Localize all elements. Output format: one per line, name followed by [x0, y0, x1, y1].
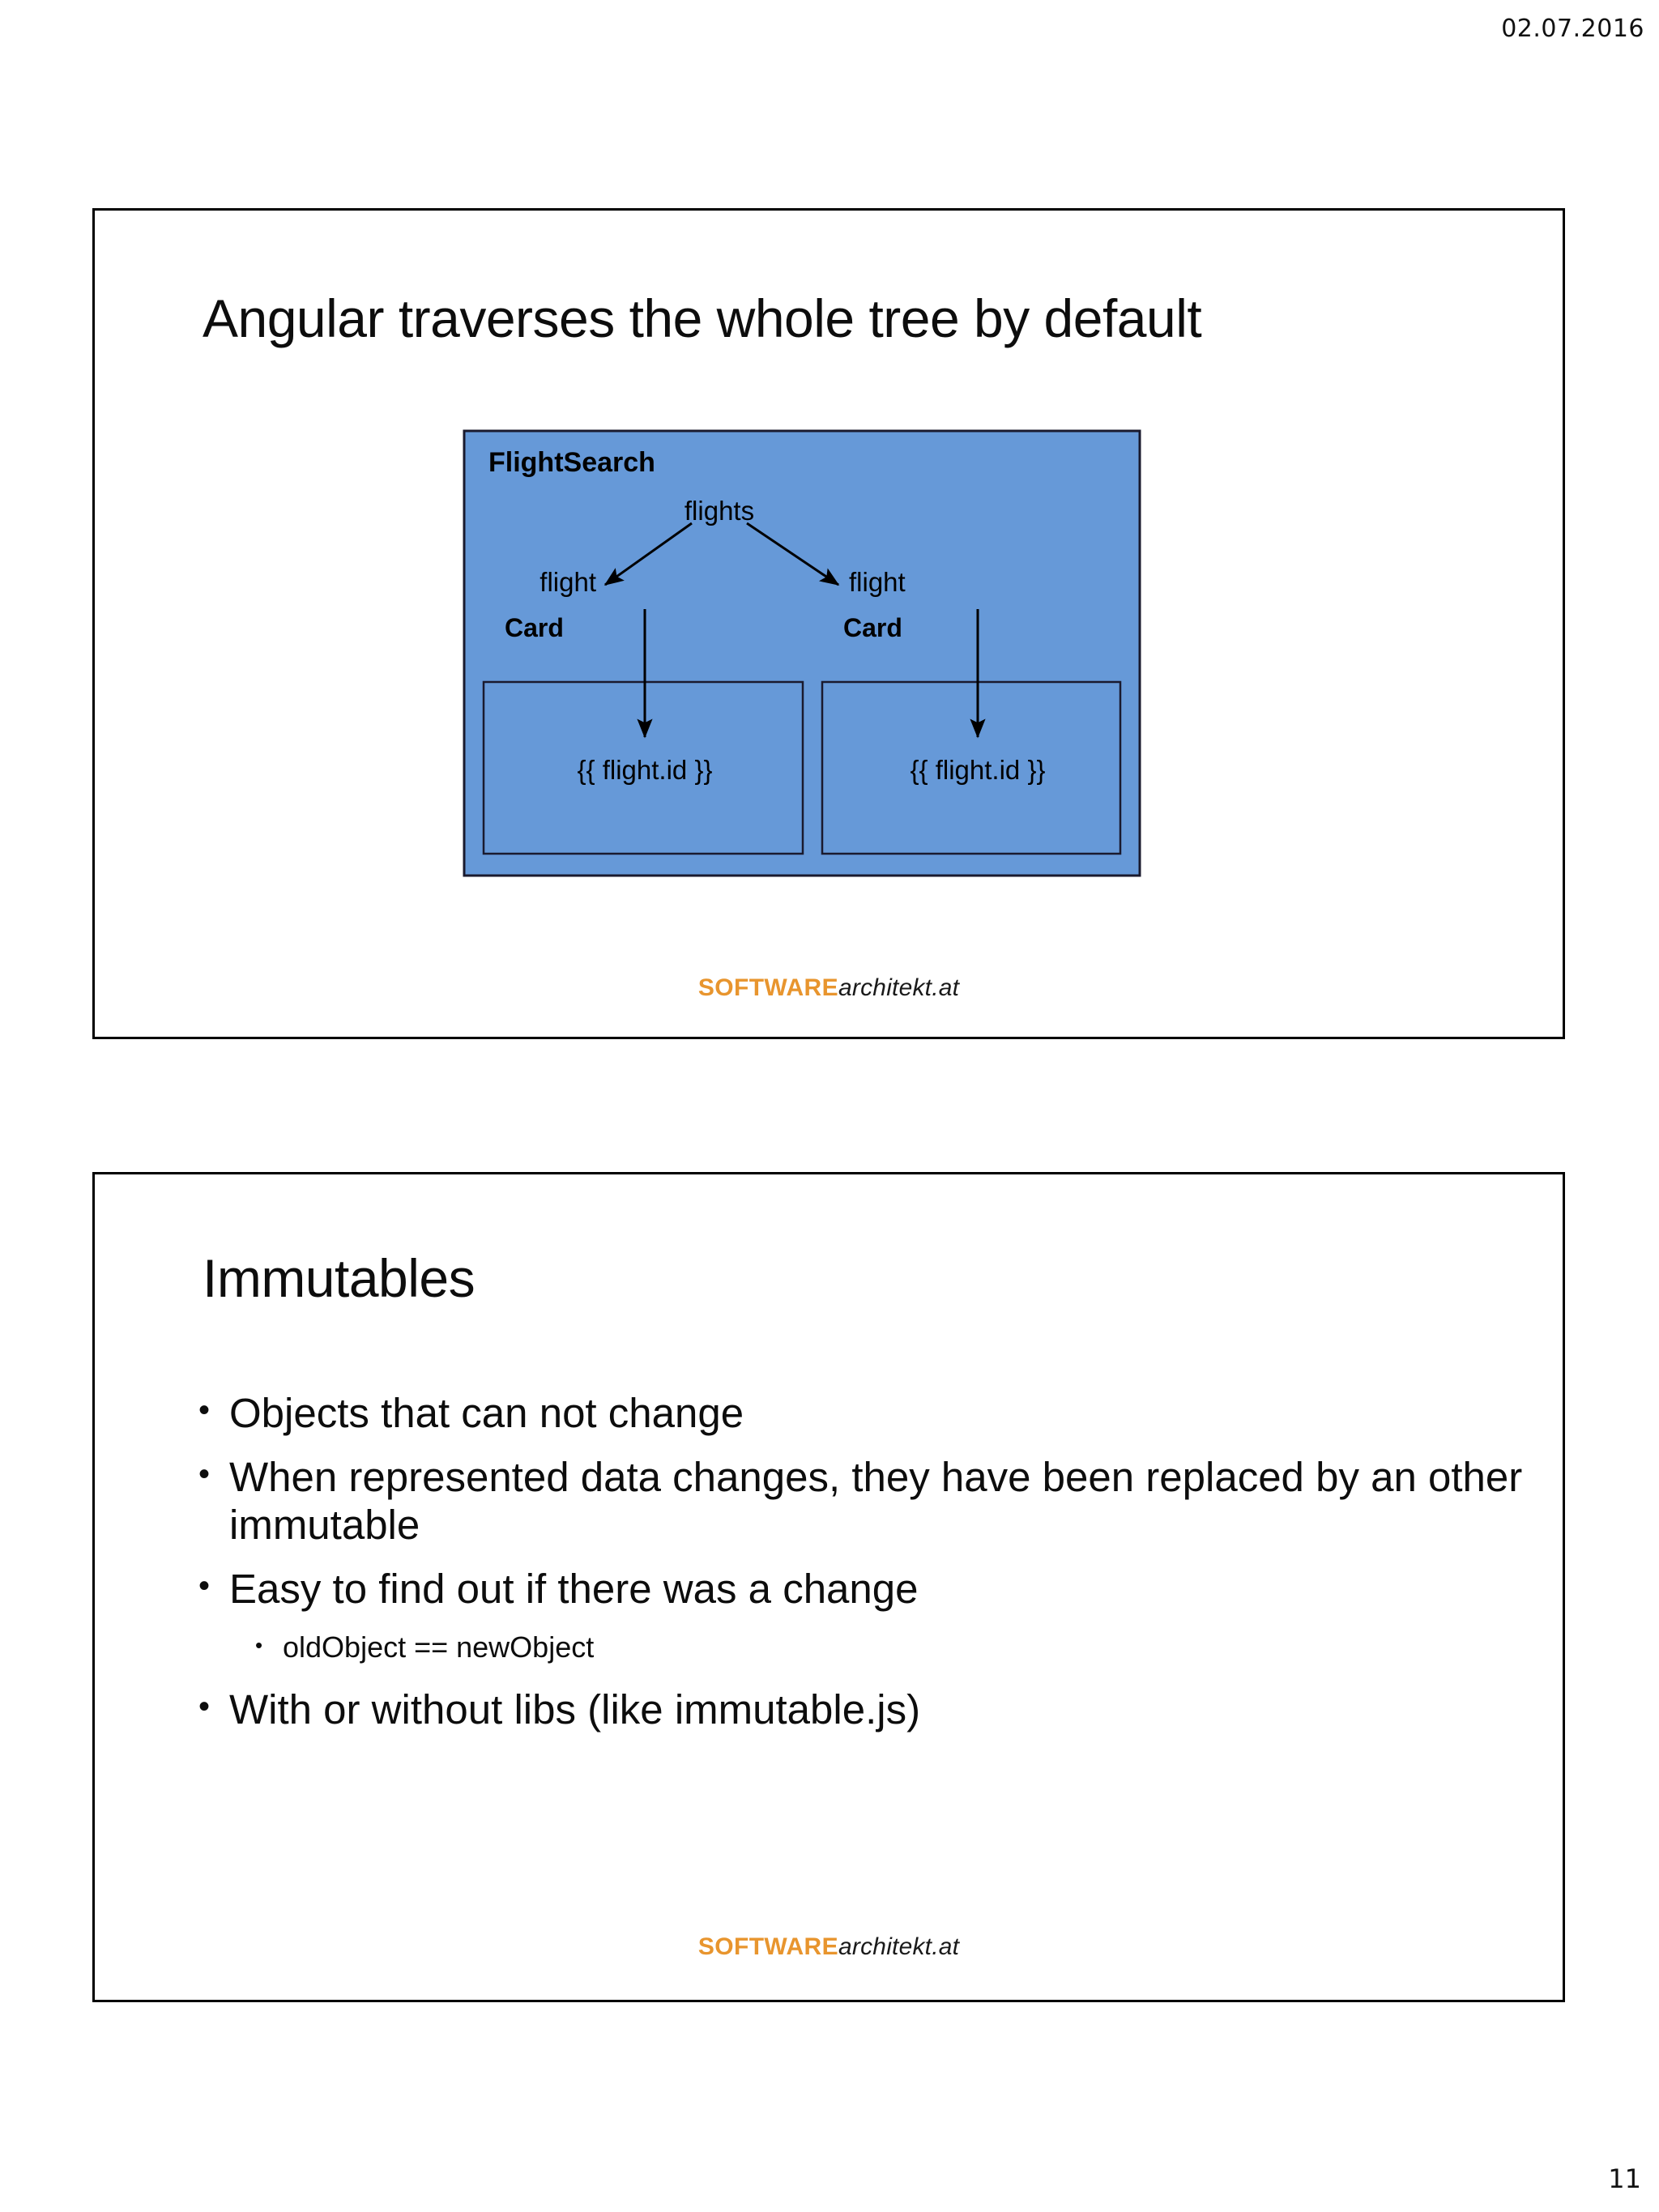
arrow-flights-to-flight-1 — [603, 522, 693, 586]
list-item: • Easy to find out if there was a change — [198, 1565, 1527, 1613]
card-expression-1: {{ flight.id }} — [578, 755, 713, 785]
bullet-dot-icon: • — [198, 1688, 211, 1724]
bullet-dot-icon: • — [198, 1568, 211, 1605]
footer-logo-slide-2: SOFTWAREarchitekt.at — [95, 1933, 1563, 1961]
list-item-label: When represented data changes, they have… — [229, 1454, 1523, 1549]
card-expression-2: {{ flight.id }} — [911, 755, 1046, 785]
list-item: • Objects that can not change — [198, 1389, 1527, 1437]
list-item-label: Easy to find out if there was a change — [229, 1566, 919, 1613]
list-item-label: Objects that can not change — [229, 1390, 744, 1436]
list-item-label: With or without libs (like immutable.js) — [229, 1686, 921, 1733]
logo-architekt-text: architekt.at — [838, 1933, 960, 1960]
bullet-dot-icon: • — [198, 1456, 211, 1493]
page-title: Immutables — [203, 1248, 476, 1308]
header-date: 02.07.2016 — [1501, 15, 1644, 43]
slide-1: Angular traverses the whole tree by defa… — [92, 208, 1565, 1039]
card-label-1: Card — [505, 613, 564, 642]
component-tree-diagram: FlightSearch flights flight flight Card … — [463, 429, 1141, 877]
list-item-sub: • oldObject == newObject — [255, 1630, 1527, 1664]
bullet-dot-icon: • — [198, 1392, 211, 1428]
list-item: • With or without libs (like immutable.j… — [198, 1686, 1527, 1733]
card-box-2 — [821, 680, 1122, 855]
page-number: 11 — [1608, 2163, 1641, 2194]
logo-software-text: SOFTWARE — [697, 974, 839, 1001]
logo-software-text: SOFTWARE — [697, 1933, 839, 1960]
bullet-list: • Objects that can not change • When rep… — [198, 1389, 1527, 1750]
list-item-sub-label: oldObject == newObject — [283, 1630, 595, 1664]
card-label-2: Card — [843, 613, 902, 642]
arrow-flights-to-flight-2 — [746, 522, 840, 586]
slide-2: Immutables • Objects that can not change… — [92, 1172, 1565, 2002]
flights-binding-label: flights — [684, 496, 754, 526]
flightsearch-label: FlightSearch — [488, 447, 655, 478]
flight-binding-label-2: flight — [849, 567, 906, 597]
bullet-dot-icon: • — [255, 1632, 263, 1657]
footer-logo-slide-1: SOFTWAREarchitekt.at — [95, 974, 1563, 1002]
list-item: • When represented data changes, they ha… — [198, 1453, 1527, 1549]
logo-architekt-text: architekt.at — [838, 974, 960, 1001]
page-title: Angular traverses the whole tree by defa… — [203, 288, 1202, 348]
card-box-1 — [482, 680, 804, 855]
flight-binding-label-1: flight — [539, 567, 596, 597]
